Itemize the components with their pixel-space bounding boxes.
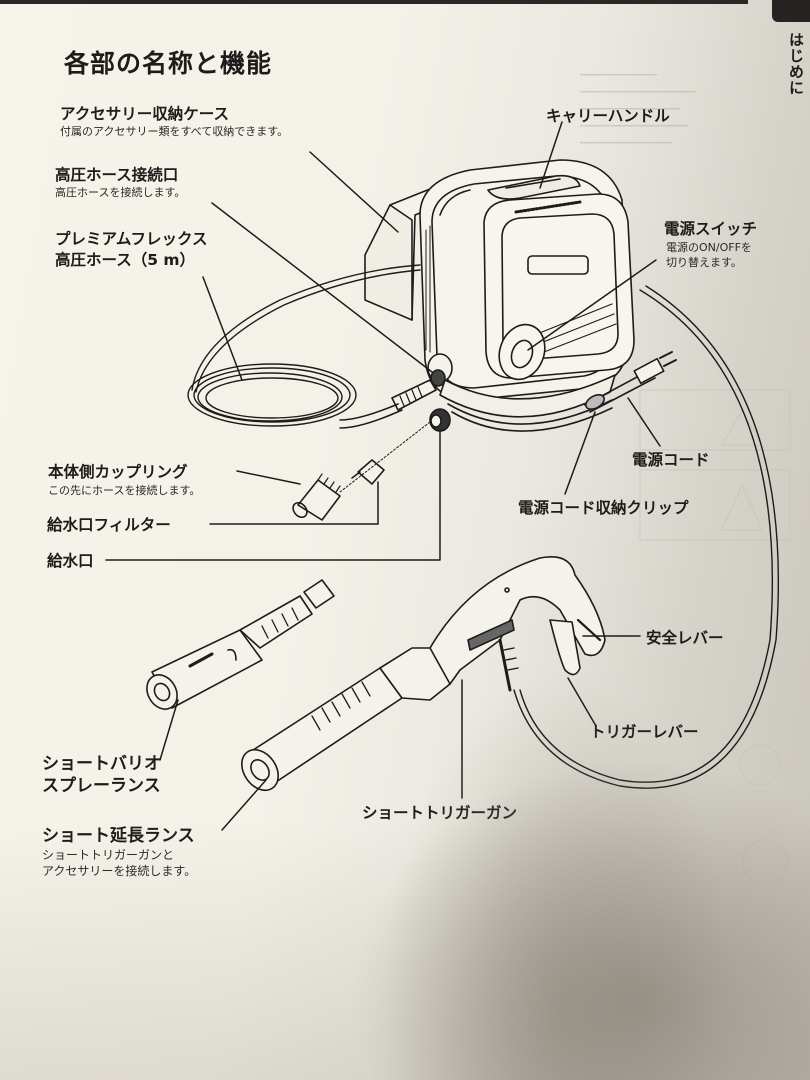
coupling-filter-illustration <box>292 421 431 521</box>
pressure-washer-body-illustration <box>364 159 635 432</box>
extension-lance-illustration <box>241 667 403 792</box>
show-through-warning-icons <box>639 389 791 885</box>
vario-spray-lance-illustration <box>146 579 335 710</box>
trigger-gun-illustration <box>379 556 606 701</box>
